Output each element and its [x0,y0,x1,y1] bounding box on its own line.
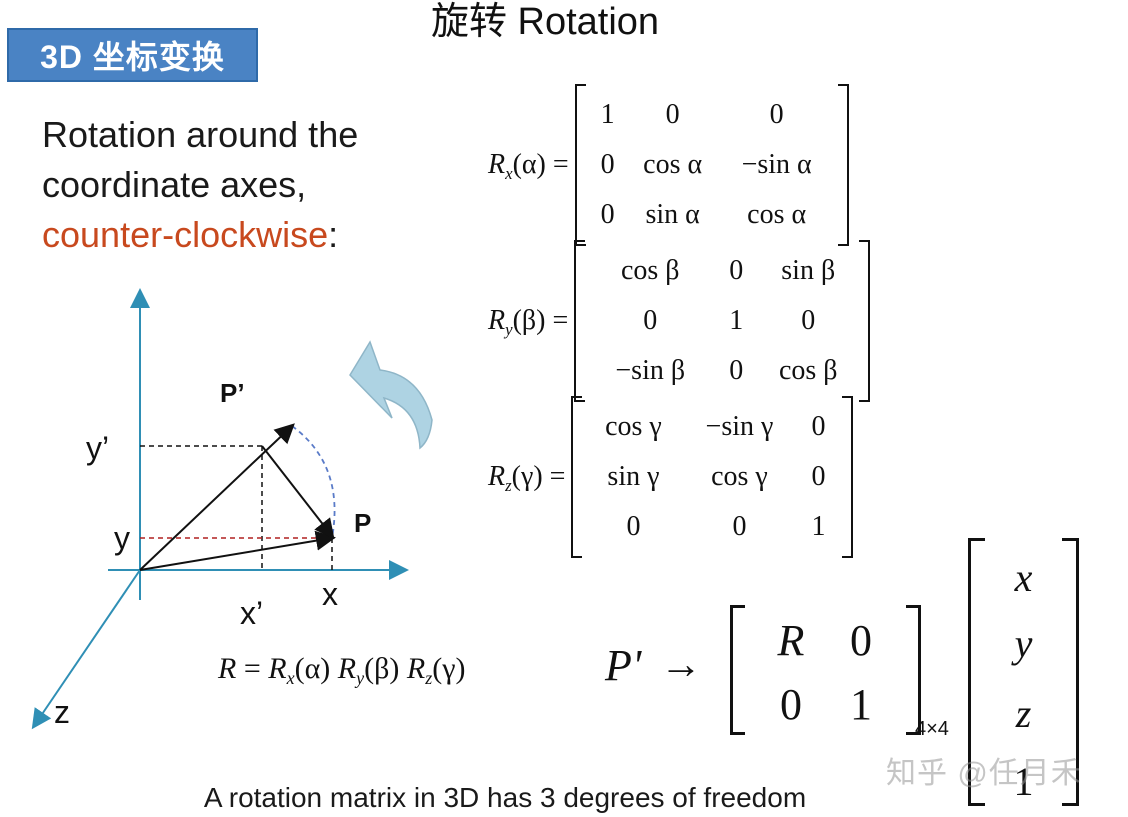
rx-cell: cos α [747,199,807,230]
ry-cell: cos β [778,355,838,386]
ry-cell: 0 [801,305,816,336]
homog-lhs: P' [605,641,642,690]
rx-cell: sin α [645,199,700,230]
vector-cell: y [1014,621,1033,666]
vector-cell: x [1014,555,1033,600]
ry-fn: R [488,305,506,336]
comp-ry-sub: y [356,668,365,689]
label-x: x [322,576,338,612]
watermark: 知乎 @任月禾 [886,757,1082,790]
vector-cell: z [1015,691,1032,736]
homog-cell: 1 [850,680,872,729]
rx-cell: −sin α [741,149,812,180]
rx-cell: 0 [769,99,784,130]
lead-line-3: counter-clockwise: [42,210,358,260]
matrix-rx: Rx(α) = 1 0 0 0 cos α −sin α 0 sin α cos… [488,84,849,246]
rotation-direction-icon [349,340,433,450]
comp-eq: = [243,652,261,685]
lead-text: Rotation around the coordinate axes, cou… [42,110,358,260]
section-badge: 3D 坐标变换 [7,28,258,82]
label-pprime: P’ [220,378,245,408]
rz-cell: cos γ [605,411,662,442]
rx-cell: cos α [643,149,703,180]
matrix-ry-body: cos β 0 sin β 0 1 0 −sin β 0 cos β [574,240,871,402]
rotation-composition: R = Rx(α) Ry(β) Rz(γ) [218,652,466,689]
homog-cell: R [777,616,805,665]
label-z: z [54,694,70,730]
rz-cell: 1 [811,511,826,542]
right-arrow-icon: → [660,640,702,687]
rz-cell: sin γ [607,461,660,492]
rx-fn: R [488,149,506,180]
comp-rx-arg: (α) [294,652,331,685]
rx-sub: x [505,163,513,183]
rz-fn: R [488,461,506,492]
ry-cell: 1 [729,305,744,336]
label-y: y [114,520,130,556]
matrix-rx-body: 1 0 0 0 cos α −sin α 0 sin α cos α [574,84,849,246]
vector-diff [261,445,335,540]
rz-cell: −sin γ [705,411,774,442]
vector-pprime [139,423,295,571]
rx-cell: 0 [600,199,615,230]
lead-colon: : [328,214,339,255]
label-xprime: x’ [240,595,264,631]
bottom-note: A rotation matrix in 3D has 3 degrees of… [203,782,807,813]
comp-rz-arg: (γ) [432,652,466,685]
rz-cell: 0 [811,461,826,492]
matrix-rz: Rz(γ) = cos γ −sin γ 0 sin γ cos γ 0 0 0… [488,396,854,558]
rx-cell: 0 [600,149,615,180]
rz-cell: cos γ [711,461,768,492]
lead-line-2: coordinate axes, [42,164,307,205]
comp-rx: R [268,652,287,685]
matrix-ry-lhs: Ry(β) = [488,305,569,339]
z-axis [31,569,141,730]
comp-ry-arg: (β) [364,652,400,685]
rz-cell: 0 [626,511,641,542]
ry-sub: y [505,319,513,339]
ry-cell: 0 [643,305,658,336]
rotation-arc [291,425,336,539]
homog-cell: 0 [780,680,802,729]
lead-line-1: Rotation around the [42,114,359,155]
rx-cell: 0 [665,99,680,130]
rx-arg: (α) = [512,149,569,180]
ry-cell: −sin β [615,355,686,386]
matrix-rz-lhs: Rz(γ) = [488,461,566,495]
ry-cell: cos β [620,255,680,286]
rotation-diagram [31,288,433,730]
rz-sub: z [505,475,512,495]
rz-arg: (γ) = [511,461,566,492]
ry-cell: 0 [729,355,744,386]
matrix-ry: Ry(β) = cos β 0 sin β 0 1 0 −sin β 0 cos… [488,240,871,402]
rz-cell: 0 [811,411,826,442]
matrix-size-label: 4×4 [915,718,949,740]
homog-vector: x y z 1 [968,538,1079,806]
comp-rz: R [406,652,426,685]
comp-ry: R [337,652,357,685]
matrix-rz-body: cos γ −sin γ 0 sin γ cos γ 0 0 0 1 [571,396,854,558]
label-p: P [354,508,372,538]
comp-r: R [218,652,237,685]
comp-rx-sub: x [286,668,295,689]
rz-cell: 0 [732,511,747,542]
homog-cell: 0 [850,616,872,665]
label-yprime: y’ [86,430,110,466]
vector-cell: 1 [1013,759,1034,804]
homog-matrix: R 0 0 1 [730,605,921,735]
rx-cell: 1 [600,99,615,130]
ry-cell: 0 [729,255,744,286]
ry-arg: (β) = [512,305,569,336]
page-title: 旋转 Rotation [430,1,660,43]
matrix-rx-lhs: Rx(α) = [488,149,569,183]
vector-p [139,530,336,571]
comp-rz-sub: z [425,668,433,689]
ry-cell: sin β [781,255,836,286]
lead-accent: counter-clockwise [42,214,329,255]
